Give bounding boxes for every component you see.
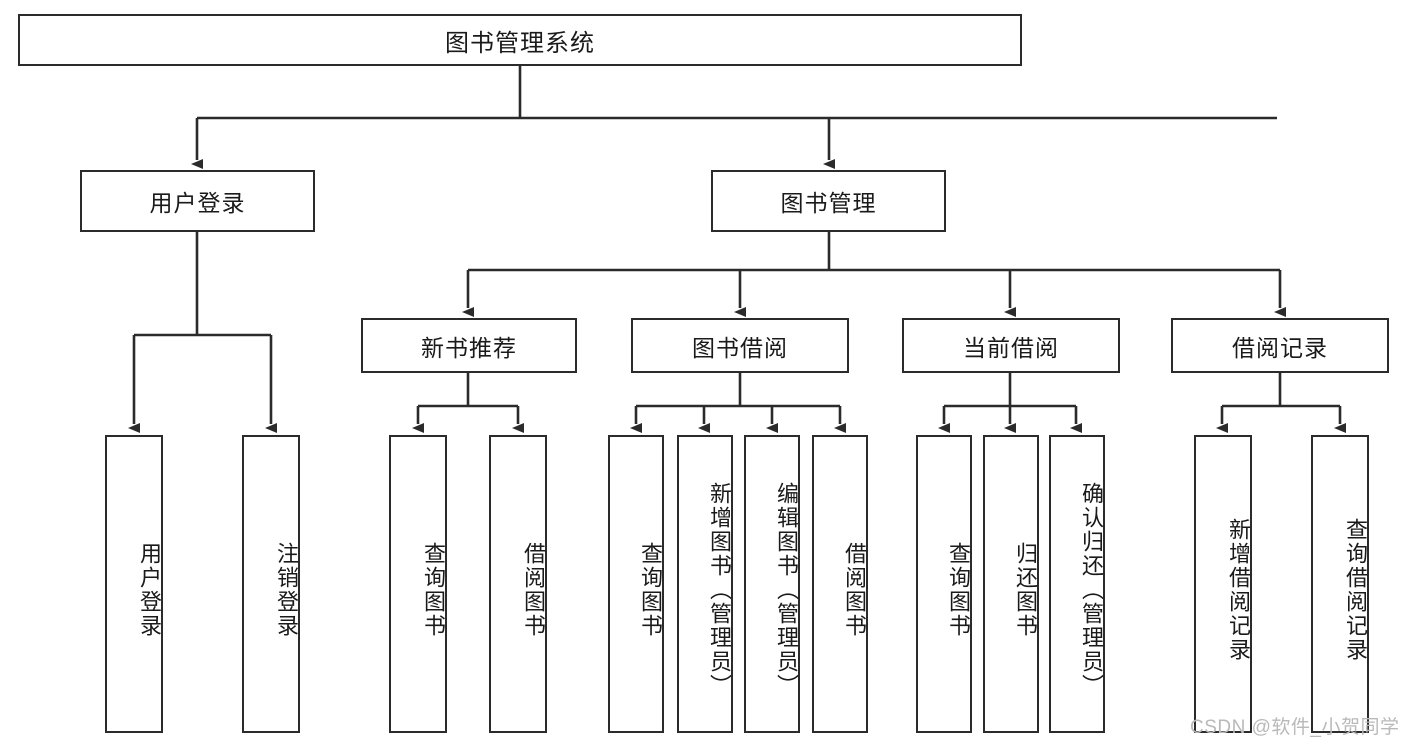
node-user-login-label: 用户登录 bbox=[149, 190, 246, 216]
leaf-borrow-book-2[interactable]: 借阅图书 bbox=[812, 435, 868, 733]
node-root[interactable]: 图书管理系统 bbox=[18, 14, 1022, 66]
leaf-add-record[interactable]: 新增借阅记录 bbox=[1194, 435, 1252, 733]
node-new-book-recommend[interactable]: 新书推荐 bbox=[361, 318, 577, 373]
node-borrow-record-label: 借阅记录 bbox=[1232, 334, 1328, 361]
node-current-borrow[interactable]: 当前借阅 bbox=[902, 318, 1120, 373]
node-root-label: 图书管理系统 bbox=[445, 29, 595, 57]
node-new-book-recommend-label: 新书推荐 bbox=[421, 334, 517, 361]
leaf-user-login[interactable]: 用户登录 bbox=[105, 435, 163, 733]
csdn-watermark: CSDN @软件_小贺同学 bbox=[1190, 717, 1400, 738]
leaf-add-book-label: 新增图书（管理员） bbox=[707, 482, 732, 698]
leaf-query-book-1-label: 查询图书 bbox=[421, 542, 446, 638]
leaf-query-book-1[interactable]: 查询图书 bbox=[389, 435, 447, 733]
leaf-user-login-label: 用户登录 bbox=[137, 542, 162, 638]
leaf-add-record-label: 新增借阅记录 bbox=[1226, 518, 1251, 662]
leaf-user-logout[interactable]: 注销登录 bbox=[242, 435, 300, 733]
leaf-edit-book-label: 编辑图书（管理员） bbox=[774, 482, 799, 698]
leaf-query-book-3[interactable]: 查询图书 bbox=[916, 435, 972, 733]
leaf-confirm-return-label: 确认归还（管理员） bbox=[1079, 482, 1104, 698]
node-book-management-label: 图书管理 bbox=[780, 190, 877, 216]
leaf-query-book-3-label: 查询图书 bbox=[946, 542, 971, 638]
leaf-confirm-return[interactable]: 确认归还（管理员） bbox=[1049, 435, 1105, 733]
leaf-borrow-book-1-label: 借阅图书 bbox=[521, 542, 546, 638]
leaf-borrow-book-1[interactable]: 借阅图书 bbox=[489, 435, 547, 733]
leaf-edit-book[interactable]: 编辑图书（管理员） bbox=[744, 435, 800, 733]
leaf-return-book-label: 归还图书 bbox=[1013, 542, 1038, 638]
leaf-borrow-book-2-label: 借阅图书 bbox=[842, 542, 867, 638]
leaf-query-book-2-label: 查询图书 bbox=[638, 542, 663, 638]
leaf-return-book[interactable]: 归还图书 bbox=[983, 435, 1039, 733]
node-book-borrow[interactable]: 图书借阅 bbox=[631, 318, 849, 373]
leaf-query-record[interactable]: 查询借阅记录 bbox=[1311, 435, 1369, 733]
leaf-query-book-2[interactable]: 查询图书 bbox=[608, 435, 664, 733]
node-book-management[interactable]: 图书管理 bbox=[711, 170, 946, 232]
leaf-query-record-label: 查询借阅记录 bbox=[1343, 518, 1368, 662]
node-current-borrow-label: 当前借阅 bbox=[963, 334, 1059, 361]
node-user-login[interactable]: 用户登录 bbox=[80, 170, 315, 232]
leaf-user-logout-label: 注销登录 bbox=[274, 542, 299, 638]
node-book-borrow-label: 图书借阅 bbox=[692, 334, 788, 361]
leaf-add-book[interactable]: 新增图书（管理员） bbox=[677, 435, 733, 733]
node-borrow-record[interactable]: 借阅记录 bbox=[1171, 318, 1389, 373]
